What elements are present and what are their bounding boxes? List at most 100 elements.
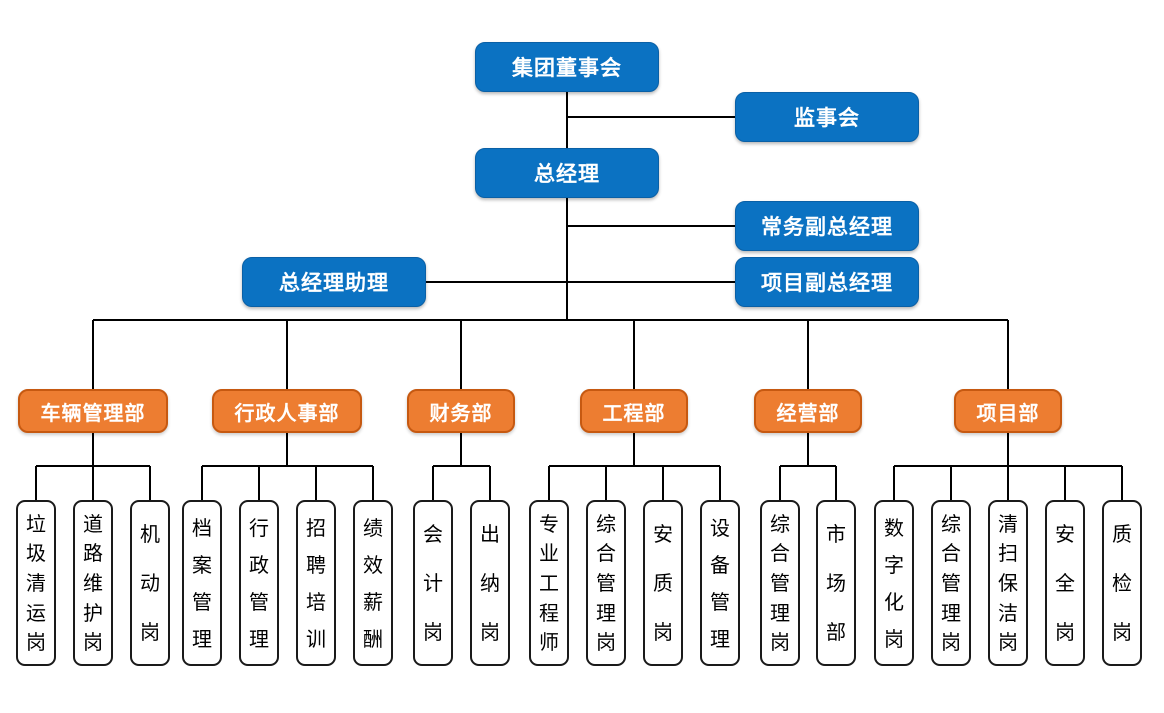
org-node-label-char: 薪 (363, 589, 383, 614)
org-node-label-char: 岗 (596, 630, 616, 655)
org-node-label-char: 岗 (140, 620, 160, 645)
org-node-label-char: 理 (249, 626, 269, 651)
org-node-label-char: 综 (770, 511, 790, 536)
org-node-label-char: 维 (83, 570, 103, 595)
org-node-label-char: 机 (140, 521, 160, 546)
org-node-pos_quality: 质检岗 (1102, 500, 1142, 666)
org-node-label-char: 出 (480, 521, 500, 546)
org-node-label-char: 师 (539, 630, 559, 655)
org-node-pos_perf: 绩效薪酬 (353, 500, 393, 666)
org-node-label-char: 数 (884, 515, 904, 540)
org-node-dept_engineering: 工程部 (580, 389, 688, 433)
org-node-pos_mobile: 机动岗 (130, 500, 170, 666)
org-node-label-char: 岗 (83, 630, 103, 655)
org-node-label-char: 场 (826, 570, 846, 595)
org-node-pos_general_proj: 综合管理岗 (931, 500, 971, 666)
org-node-label-char: 管 (710, 589, 730, 614)
org-node-label-char: 垃 (26, 511, 46, 536)
org-node-label-char: 扫 (998, 541, 1018, 566)
org-node-dept_hr: 行政人事部 (212, 389, 362, 433)
org-node-label-char: 理 (596, 600, 616, 625)
org-node-pos_general_eng: 综合管理岗 (586, 500, 626, 666)
org-node-label-char: 综 (941, 511, 961, 536)
org-node-pos_admin: 行政管理 (239, 500, 279, 666)
org-node-label-char: 综 (596, 511, 616, 536)
org-node-label-char: 设 (710, 515, 730, 540)
org-node-label: 集团董事会 (512, 56, 622, 80)
org-node-label-char: 管 (770, 570, 790, 595)
org-node-exec_deputy_gm: 常务副总经理 (735, 201, 919, 251)
org-node-pos_cleaning: 清扫保洁岗 (988, 500, 1028, 666)
org-node-label-char: 岗 (1055, 620, 1075, 645)
org-node-label: 车辆管理部 (40, 400, 146, 425)
org-node-pos_cashier: 出纳岗 (470, 500, 510, 666)
org-node-label-char: 洁 (998, 600, 1018, 625)
org-node-pos_safety_quality: 安质岗 (643, 500, 683, 666)
org-node-label-char: 政 (249, 552, 269, 577)
org-node-label-char: 程 (539, 600, 559, 625)
org-node-label: 项目副总经理 (761, 271, 893, 295)
org-node-label-char: 计 (423, 570, 443, 595)
org-node-label-char: 理 (192, 626, 212, 651)
org-node-label-char: 保 (998, 570, 1018, 595)
org-node-label: 监事会 (794, 106, 860, 130)
org-node-label-char: 管 (192, 589, 212, 614)
org-node-label-char: 岗 (941, 630, 961, 655)
org-node-label-char: 岗 (653, 620, 673, 645)
org-node-label: 工程部 (602, 400, 666, 425)
org-node-label-char: 岗 (26, 630, 46, 655)
org-node-label: 常务副总经理 (761, 215, 893, 239)
org-node-label-char: 清 (26, 570, 46, 595)
org-node-label-char: 化 (884, 589, 904, 614)
org-node-label-char: 岗 (423, 620, 443, 645)
org-node-label-char: 备 (710, 552, 730, 577)
org-node-dept_operations: 经营部 (754, 389, 862, 433)
org-node-label-char: 培 (306, 589, 326, 614)
org-node-label-char: 安 (653, 521, 673, 546)
org-node-gm_assistant: 总经理助理 (242, 257, 426, 307)
org-node-label-char: 招 (306, 515, 326, 540)
org-node-label: 总经理 (534, 162, 600, 186)
org-node-label-char: 字 (884, 552, 904, 577)
org-node-label-char: 训 (306, 626, 326, 651)
org-node-pos_archive: 档案管理 (182, 500, 222, 666)
org-node-label-char: 路 (83, 541, 103, 566)
org-node-pos_digital: 数字化岗 (874, 500, 914, 666)
org-node-label: 项目部 (976, 400, 1040, 425)
org-node-label-char: 绩 (363, 515, 383, 540)
org-node-label-char: 质 (1112, 521, 1132, 546)
org-node-label-char: 案 (192, 552, 212, 577)
org-node-pos_garbage: 垃圾清运岗 (16, 500, 56, 666)
org-node-label-char: 质 (653, 570, 673, 595)
org-node-label-char: 业 (539, 541, 559, 566)
org-node-pos_recruit: 招聘培训 (296, 500, 336, 666)
org-node-pos_engineer: 专业工程师 (529, 500, 569, 666)
org-node-label-char: 动 (140, 570, 160, 595)
org-node-label-char: 全 (1055, 570, 1075, 595)
org-node-label: 行政人事部 (234, 400, 340, 425)
org-node-pos_general_ops: 综合管理岗 (760, 500, 800, 666)
org-node-pos_equipment: 设备管理 (700, 500, 740, 666)
org-node-label-char: 岗 (998, 630, 1018, 655)
org-node-label-char: 聘 (306, 552, 326, 577)
org-node-label-char: 理 (770, 600, 790, 625)
org-node-label-char: 效 (363, 552, 383, 577)
org-node-dept_project: 项目部 (954, 389, 1062, 433)
org-node-label-char: 管 (596, 570, 616, 595)
org-node-label-char: 岗 (480, 620, 500, 645)
org-node-pos_market: 市场部 (816, 500, 856, 666)
org-node-label: 财务部 (429, 400, 493, 425)
org-node-label-char: 管 (249, 589, 269, 614)
org-node-label-char: 圾 (26, 541, 46, 566)
org-node-label: 总经理助理 (279, 271, 389, 295)
org-node-label-char: 岗 (770, 630, 790, 655)
org-node-gm: 总经理 (475, 148, 659, 198)
org-node-label-char: 酬 (363, 626, 383, 651)
org-node-label-char: 管 (941, 570, 961, 595)
org-node-label-char: 护 (83, 600, 103, 625)
org-node-pos_road: 道路维护岗 (73, 500, 113, 666)
org-node-label-char: 安 (1055, 521, 1075, 546)
org-node-label-char: 行 (249, 515, 269, 540)
org-node-supervisory: 监事会 (735, 92, 919, 142)
